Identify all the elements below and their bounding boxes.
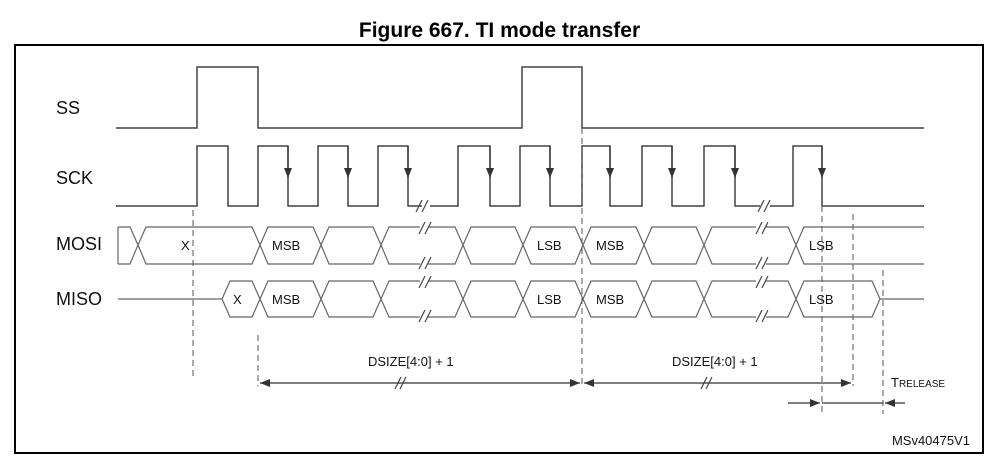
ss-label: SS [56, 98, 80, 118]
miso-bus [118, 280, 924, 318]
mosi-cell-msb-2: MSB [596, 238, 624, 253]
miso-cell-x: X [233, 292, 242, 307]
sck-waveform [116, 145, 924, 207]
figure-title: Figure 667. TI mode transfer [358, 19, 641, 42]
miso-label: MISO [56, 289, 102, 309]
break-marks [394, 199, 771, 390]
mosi-cell-lsb-1: LSB [537, 238, 562, 253]
sck-sample-arrows [284, 146, 826, 178]
ss-waveform [116, 66, 924, 129]
timing-reference-lines [192, 128, 884, 414]
figure-reference-code: MSv40475V1 [892, 433, 970, 448]
figure-frame [14, 44, 984, 454]
miso-cell-msb-1: MSB [272, 292, 300, 307]
mosi-cell-msb-1: MSB [272, 238, 300, 253]
miso-cell-lsb-2: LSB [809, 292, 834, 307]
mosi-label: MOSI [56, 234, 102, 254]
miso-cell-msb-2: MSB [596, 292, 624, 307]
mosi-bus [117, 226, 924, 265]
dimension-arrows [260, 379, 905, 407]
sck-label: SCK [56, 168, 93, 188]
mosi-cell-lsb-2: LSB [809, 238, 834, 253]
mosi-cell-x: X [181, 238, 190, 253]
frame-1-duration-label: DSIZE[4:0] + 1 [368, 354, 454, 369]
miso-cell-lsb-1: LSB [537, 292, 562, 307]
t-release-label: TRELEASE [891, 375, 945, 390]
frame-2-duration-label: DSIZE[4:0] + 1 [672, 354, 758, 369]
